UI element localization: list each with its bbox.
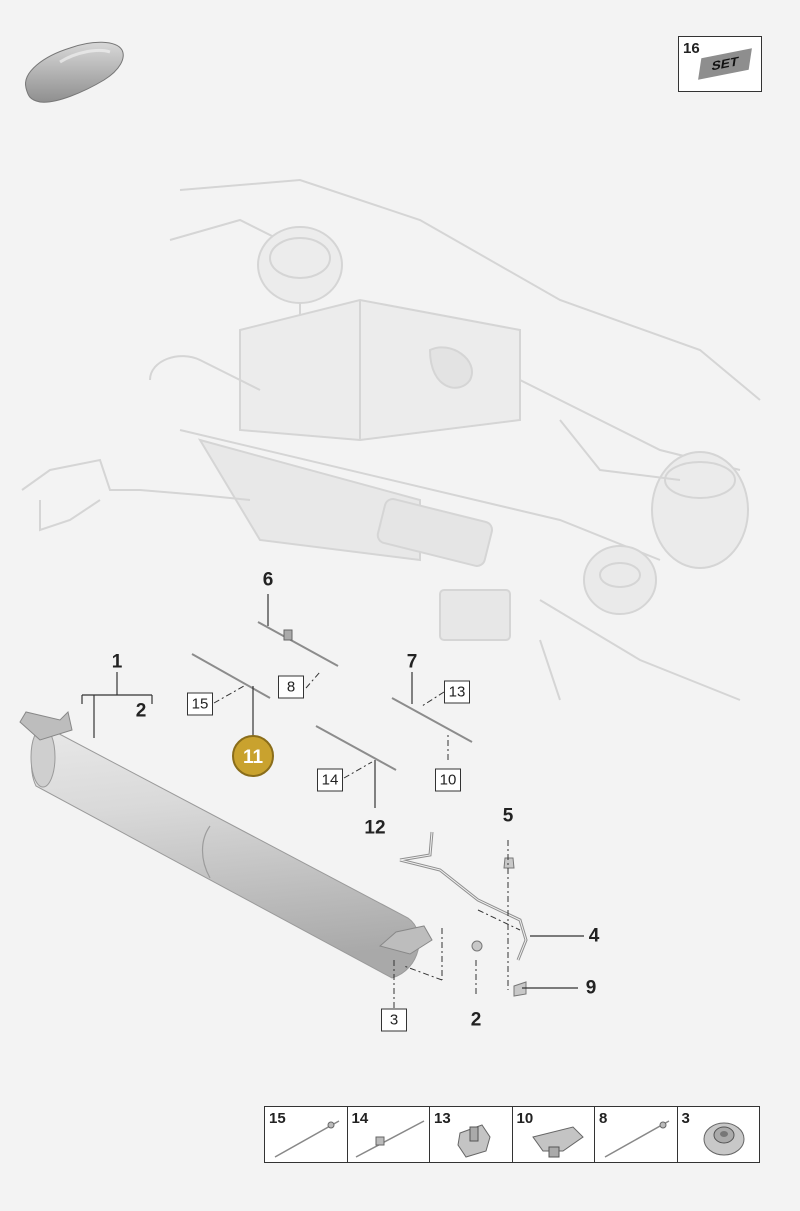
highlighted-part-11[interactable]: 11 <box>232 735 274 777</box>
legend-number: 13 <box>434 1110 451 1127</box>
ref-box-14[interactable]: 14 <box>317 768 343 792</box>
callout-5[interactable]: 5 <box>502 805 514 827</box>
ref-box-13[interactable]: 13 <box>444 680 470 704</box>
pipe-clamp-icon <box>274 1120 340 1158</box>
fastener-clip-icon <box>457 1124 491 1158</box>
legend-item[interactable]: 14 <box>348 1107 430 1162</box>
callout-12[interactable]: 12 <box>364 817 386 839</box>
legend-item[interactable]: 3 <box>678 1107 760 1162</box>
callout-4[interactable]: 4 <box>588 925 600 947</box>
legend-number: 14 <box>351 1110 369 1127</box>
ref-box-10[interactable]: 10 <box>435 768 461 792</box>
legend-number: 15 <box>269 1110 286 1127</box>
cylinder-part <box>19 711 433 979</box>
ref-box-15[interactable]: 15 <box>187 692 213 716</box>
callout-9[interactable]: 9 <box>585 977 597 999</box>
leader-lines <box>81 594 584 989</box>
set-kit-number: 16 <box>683 40 700 57</box>
legend-item[interactable]: 8 <box>595 1107 678 1162</box>
legend-number: 3 <box>681 1110 690 1127</box>
callout-7[interactable]: 7 <box>406 651 418 673</box>
pipe-clamp-icon <box>604 1120 670 1158</box>
set-kit-box[interactable]: 16 SET <box>678 36 762 92</box>
ref-box-8[interactable]: 8 <box>278 675 304 699</box>
small-parts <box>471 857 527 997</box>
pipe-clip-icon <box>355 1120 424 1158</box>
callout-2-top[interactable]: 2 <box>135 700 147 722</box>
parts-legend: 15 14 13 10 <box>264 1106 760 1163</box>
flange-nut-icon <box>703 1122 744 1156</box>
set-kit-tag: SET <box>698 48 752 80</box>
vehicle-icon <box>25 41 124 103</box>
legend-number: 8 <box>599 1110 608 1127</box>
callout-2-bottom[interactable]: 2 <box>470 1009 482 1031</box>
engine-subframe-drawing <box>21 178 761 701</box>
pipe-sections <box>191 621 473 771</box>
dashed-leaders <box>213 671 521 1008</box>
legend-item[interactable]: 13 <box>430 1107 513 1162</box>
callout-1[interactable]: 1 <box>111 651 123 673</box>
legend-item[interactable]: 15 <box>265 1107 348 1162</box>
legend-number: 10 <box>516 1110 534 1127</box>
callout-6[interactable]: 6 <box>262 569 274 591</box>
retainer-clip-icon <box>531 1126 584 1158</box>
ref-box-3[interactable]: 3 <box>381 1008 407 1032</box>
legend-item[interactable]: 10 <box>513 1107 595 1162</box>
